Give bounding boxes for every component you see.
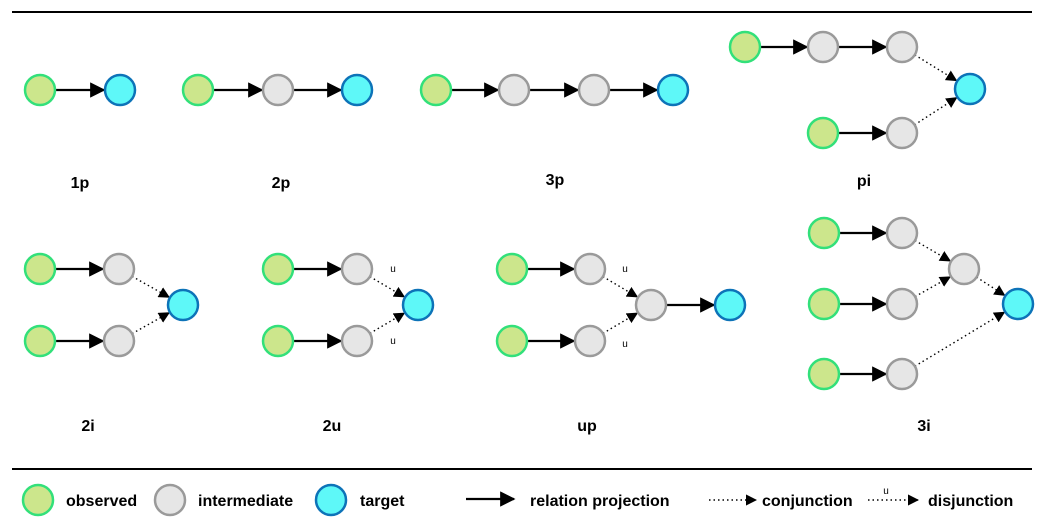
conjunction-edge-2i-1 [131,275,171,298]
query-label-2u: 2u [323,418,342,435]
union-marker-up-bottom: u [622,339,628,350]
query-label-1p: 1p [71,175,90,192]
legend: observed intermediate target relation pr… [21,483,1013,517]
target-node-pi-3 [953,72,987,106]
observed-node-3i-4 [807,287,841,321]
observed-node-up-4 [495,324,529,358]
intermediate-node-up-2 [634,288,668,322]
conjunction-edge-2u-3 [369,312,406,334]
intermediate-node-up-5 [573,324,607,358]
query-graph-pi [728,30,987,150]
query-graph-1p [23,73,137,107]
union-marker-up-top: u [622,264,628,275]
union-marker-2u-bottom: u [390,336,396,347]
query-graph-3p [419,73,690,107]
query-graph-2i [23,252,200,358]
query-graph-3i [807,216,1035,391]
target-node-1p-1 [103,73,137,107]
query-graphs [23,30,1035,391]
intermediate-node-3i-1 [885,216,919,250]
intermediate-node-pi-2 [885,30,919,64]
observed-node-2i-0 [23,252,57,286]
conjunction-edge-2i-3 [131,312,171,335]
conjunction-edge-2u-1 [369,276,406,298]
observed-node-3i-6 [807,357,841,391]
legend-intermediate-label: intermediate [198,493,293,510]
conjunction-edge-3i-6 [914,311,1006,367]
target-node-2i-2 [166,288,200,322]
union-marker-2u-top: u [390,264,396,275]
observed-node-3p-0 [419,73,453,107]
observed-node-3i-0 [807,216,841,250]
intermediate-node-2u-1 [340,252,374,286]
legend-disjunction-marker: u [883,486,889,497]
observed-node-2u-0 [261,252,295,286]
query-label-pi: pi [857,173,871,190]
conjunction-edge-3i-1 [914,239,952,262]
conjunction-edge-pi-4 [914,97,958,126]
intermediate-node-2p-1 [261,73,295,107]
legend-target-label: target [360,493,405,510]
query-label-3i: 3i [917,418,930,435]
target-node-3p-3 [656,73,690,107]
legend-intermediate-node [153,483,187,517]
legend-conjunction-label: conjunction [762,493,853,510]
conjunction-edge-up-3 [602,312,639,334]
intermediate-node-2i-1 [102,252,136,286]
intermediate-node-3i-7 [885,357,919,391]
target-node-2p-2 [340,73,374,107]
query-graph-2p [181,73,374,107]
conjunction-edge-3i-3 [976,276,1006,296]
target-node-2u-2 [401,288,435,322]
intermediate-node-2u-4 [340,324,374,358]
observed-node-2i-3 [23,324,57,358]
conjunction-edge-pi-2 [914,54,958,82]
legend-target-node [314,483,348,517]
legend-disjunction-label: disjunction [928,493,1013,510]
query-label-2i: 2i [81,418,94,435]
conjunction-edge-up-1 [602,276,639,298]
conjunction-edge-3i-2 [914,276,952,298]
query-label-up: up [577,418,597,435]
legend-observed-label: observed [66,493,137,510]
target-node-up-3 [713,288,747,322]
query-graph-up [495,252,747,358]
intermediate-node-2i-4 [102,324,136,358]
observed-node-pi-4 [806,116,840,150]
observed-node-up-0 [495,252,529,286]
intermediate-node-3p-1 [497,73,531,107]
legend-projection-label: relation projection [530,493,670,510]
intermediate-node-pi-1 [806,30,840,64]
intermediate-node-3p-2 [577,73,611,107]
intermediate-node-3i-2 [947,252,981,286]
observed-node-2p-0 [181,73,215,107]
query-graph-2u [261,252,435,358]
observed-node-1p-0 [23,73,57,107]
query-label-2p: 2p [272,175,291,192]
query-label-3p: 3p [546,172,565,189]
intermediate-node-pi-5 [885,116,919,150]
intermediate-node-up-1 [573,252,607,286]
observed-node-pi-0 [728,30,762,64]
observed-node-2u-3 [261,324,295,358]
intermediate-node-3i-5 [885,287,919,321]
target-node-3i-3 [1001,287,1035,321]
legend-observed-node [21,483,55,517]
